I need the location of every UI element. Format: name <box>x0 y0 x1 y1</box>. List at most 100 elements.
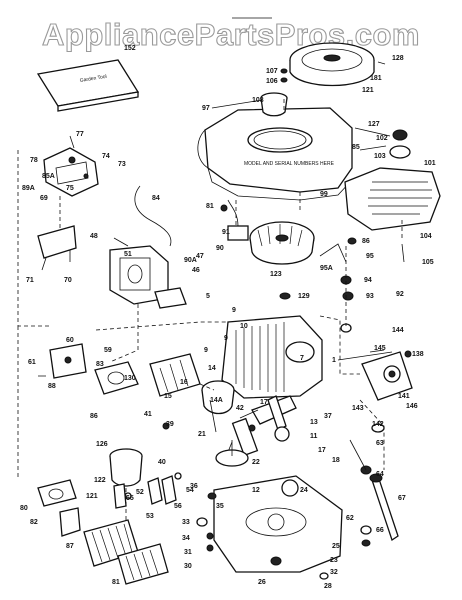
label-99: 99 <box>320 191 328 198</box>
flywheel <box>249 221 315 265</box>
label-106: 106 <box>266 78 278 85</box>
label-18: 18 <box>332 457 340 464</box>
washer-106 <box>280 77 288 83</box>
label-73: 73 <box>118 161 126 168</box>
label-77: 77 <box>76 131 84 138</box>
label-94: 94 <box>364 277 372 284</box>
label-86: 86 <box>362 238 370 245</box>
label-141: 141 <box>398 393 410 400</box>
camshaft-gear <box>215 440 249 467</box>
label-121b: 121 <box>86 493 98 500</box>
label-91: 91 <box>222 229 230 236</box>
serial-callout: MODEL AND SERIAL NUMBERS HERE <box>244 161 335 167</box>
engine-sump <box>213 475 343 573</box>
fuel-pump <box>94 361 139 395</box>
label-40: 40 <box>158 459 166 466</box>
ignition-coil <box>227 199 249 241</box>
muffler <box>361 351 413 401</box>
label-71: 71 <box>26 277 34 284</box>
label-65: 65 <box>126 495 134 502</box>
label-89a: 89A <box>22 185 35 192</box>
label-88: 88 <box>48 383 56 390</box>
label-11: 11 <box>310 433 318 440</box>
label-37: 37 <box>324 413 332 420</box>
label-84: 84 <box>152 195 160 202</box>
label-36: 36 <box>190 483 198 490</box>
label-127: 127 <box>368 121 380 128</box>
label-10: 10 <box>240 323 248 330</box>
filter-cover <box>59 507 81 537</box>
label-123: 123 <box>270 271 282 278</box>
label-17b: 17 <box>318 447 326 454</box>
label-101: 101 <box>424 160 436 167</box>
label-9a: 9 <box>232 307 236 314</box>
label-48: 48 <box>90 233 98 240</box>
washer-107 <box>280 68 288 74</box>
label-90: 90 <box>216 245 224 252</box>
label-143: 143 <box>352 405 364 412</box>
label-16: 16 <box>180 379 188 386</box>
assembly-leader-lines <box>17 96 403 520</box>
governor-assembly <box>49 343 87 379</box>
label-62: 62 <box>346 515 354 522</box>
oil-filter-cup <box>109 448 143 487</box>
hardware-details <box>38 204 412 580</box>
label-47: 47 <box>196 253 204 260</box>
label-121: 121 <box>362 87 374 94</box>
label-102: 102 <box>376 135 388 142</box>
label-86b: 86 <box>90 413 98 420</box>
label-80: 80 <box>20 505 28 512</box>
fuel-tank <box>344 129 441 231</box>
label-95: 95 <box>366 253 374 260</box>
label-13: 13 <box>310 419 318 426</box>
label-28: 28 <box>324 583 332 590</box>
blower-housing <box>197 107 353 201</box>
label-5: 5 <box>206 293 210 300</box>
label-92: 92 <box>396 291 404 298</box>
label-24: 24 <box>300 487 308 494</box>
label-9b: 9 <box>224 335 228 342</box>
label-12: 12 <box>252 487 260 494</box>
owners-manual: Garden Tool <box>36 59 140 112</box>
label-15: 15 <box>164 393 172 400</box>
label-25: 25 <box>332 543 340 550</box>
rewind-starter <box>289 42 375 87</box>
pre-filter <box>117 543 169 585</box>
watermark-text: AppliancePartsPros.com <box>42 17 420 52</box>
label-74: 74 <box>102 153 110 160</box>
label-181: 181 <box>370 75 382 82</box>
label-108: 108 <box>252 97 264 104</box>
label-53: 53 <box>146 513 154 520</box>
label-61: 61 <box>28 359 36 366</box>
label-1: 1 <box>332 357 336 364</box>
label-90a: 90A <box>184 257 197 264</box>
label-42: 42 <box>236 405 244 412</box>
label-69: 69 <box>40 195 48 202</box>
label-14: 14 <box>208 365 216 372</box>
label-81b: 81 <box>112 579 120 586</box>
label-26: 26 <box>258 579 266 586</box>
label-97: 97 <box>202 105 210 112</box>
label-146: 146 <box>406 403 418 410</box>
control-bracket <box>37 225 77 271</box>
label-85a: 85A <box>42 173 55 180</box>
label-95a: 95A <box>320 265 333 272</box>
label-64: 64 <box>376 471 384 478</box>
carburetor <box>109 245 187 309</box>
label-21: 21 <box>198 431 206 438</box>
label-67: 67 <box>398 495 406 502</box>
label-104: 104 <box>420 233 432 240</box>
label-107: 107 <box>266 68 278 75</box>
label-128: 128 <box>392 55 404 62</box>
filter-housing <box>37 479 77 507</box>
label-41: 41 <box>144 411 152 418</box>
label-130: 130 <box>124 375 136 382</box>
label-60: 60 <box>66 337 74 344</box>
label-39: 39 <box>166 421 174 428</box>
label-75: 75 <box>66 185 74 192</box>
label-63: 63 <box>376 440 384 447</box>
piston <box>201 380 235 415</box>
label-56: 56 <box>174 503 182 510</box>
label-52: 52 <box>136 489 144 496</box>
